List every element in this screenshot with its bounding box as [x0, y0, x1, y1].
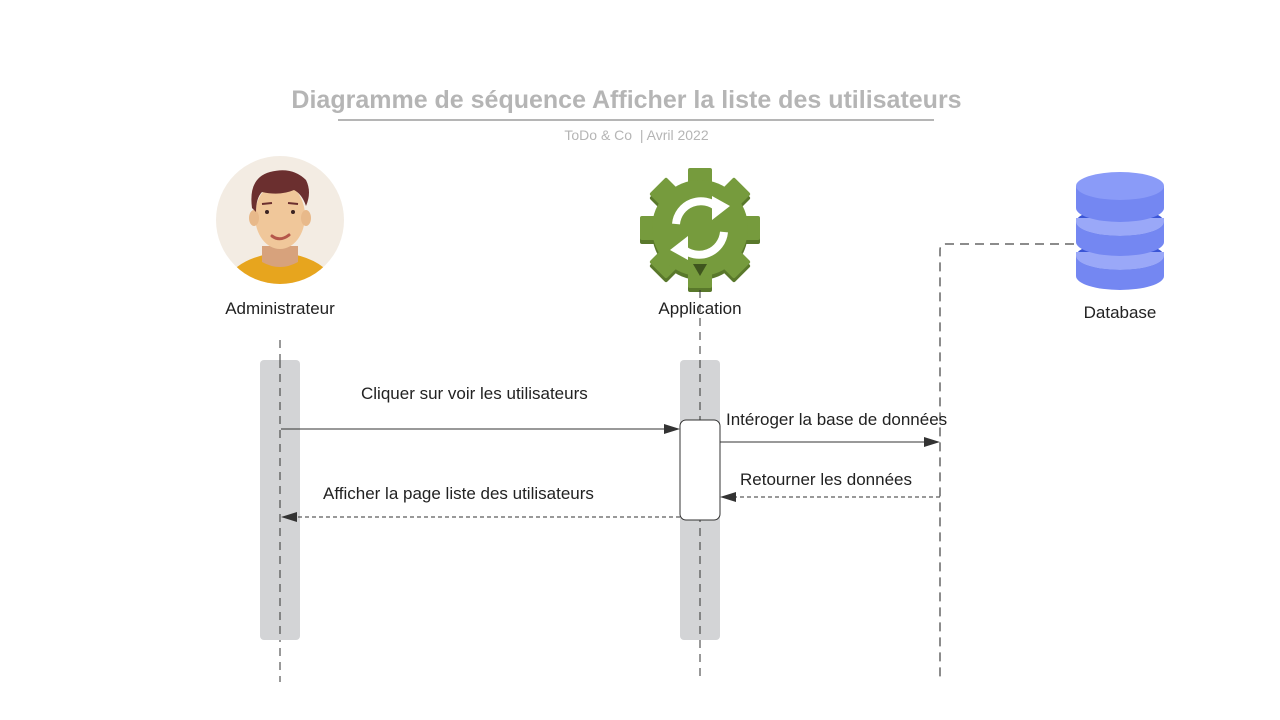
participant-label-application: Application [658, 299, 742, 318]
gear-sync-icon [640, 168, 760, 292]
diagram-title: Diagramme de séquence Afficher la liste … [291, 86, 962, 114]
message-arrow-1 [281, 424, 680, 434]
message-arrow-3 [720, 492, 940, 502]
message-label-2: Intéroger la base de données [726, 410, 948, 429]
database-icon [1076, 172, 1164, 290]
participant-label-administrateur: Administrateur [225, 299, 335, 318]
message-arrow-2 [720, 437, 940, 447]
user-avatar-icon [216, 156, 344, 284]
message-label-1: Cliquer sur voir les utilisateurs [361, 384, 588, 403]
message-arrow-4 [281, 512, 680, 522]
participant-label-database: Database [1083, 303, 1157, 322]
lifeline-database [939, 243, 1074, 682]
execution-box [679, 419, 721, 521]
message-label-3: Retourner les données [740, 470, 913, 489]
message-label-4: Afficher la page liste des utilisateurs [323, 484, 594, 503]
title-underline [338, 119, 934, 121]
diagram-subtitle: ToDo & Co | Avril 2022 [564, 127, 709, 143]
